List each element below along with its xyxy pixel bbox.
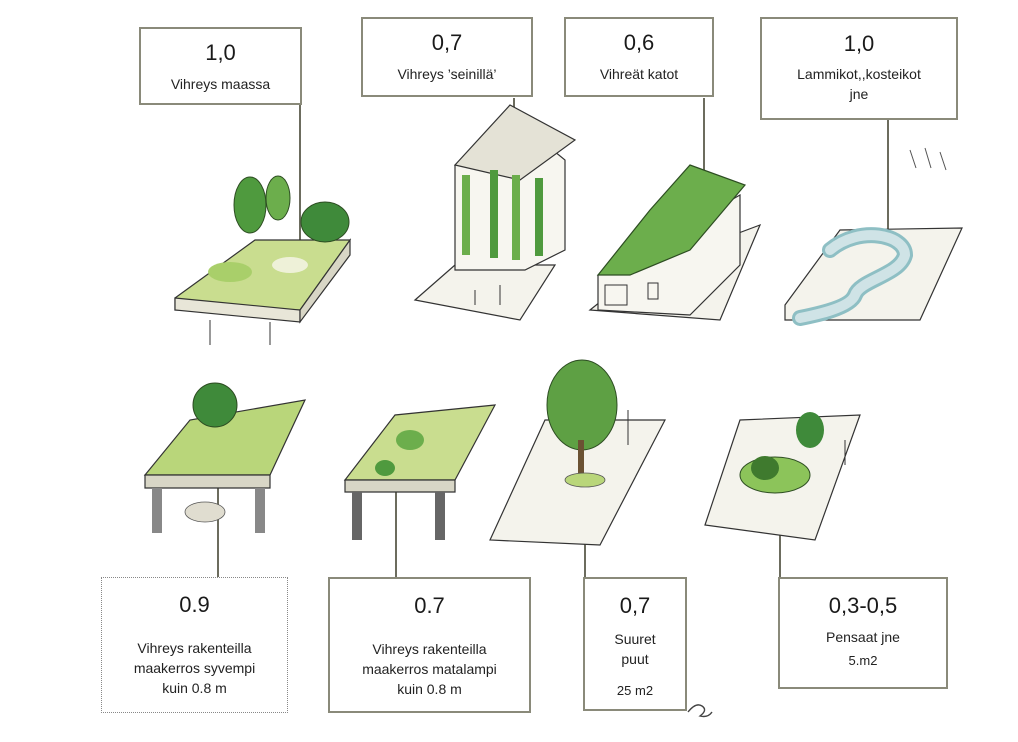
label-box-structure-deep: 0.9 Vihreys rakenteilla maakerros syvemp… [101,577,288,713]
coefficient-value: 0,7 [619,593,651,618]
description-line2: puut [621,651,649,667]
coefficient-value: 0,7 [431,30,463,55]
description-line2: 5.m2 [848,653,878,668]
description-line3: kuin 0.8 m [397,681,462,697]
label-box-green-ground: 1,0 Vihreys maassa [139,27,302,105]
scene-ponds [784,147,963,326]
scene-structure-shallow [343,404,497,540]
label-box-green-roofs: 0,6 Vihreät katot [564,17,714,97]
scene-structure-deep [143,382,307,533]
description-line1: Vihreys rakenteilla [372,641,487,657]
label-box-structure-shallow: 0.7 Vihreys rakenteilla maakerros matala… [328,577,531,713]
description-line3: 25 m2 [616,683,654,698]
description-line1: Suuret [614,631,656,647]
category-label-line1: Lammikot,,kosteikot [797,66,921,82]
signature-mark [687,704,713,718]
description-line1: Vihreys rakenteilla [137,640,252,656]
label-box-large-trees: 0,7 Suuret puut 25 m2 [583,577,687,711]
label-box-shrubs: 0,3-0,5 Pensaat jne 5.m2 [778,577,948,689]
category-label: Vihreys maassa [170,76,271,92]
category-label: Vihreät katot [599,66,679,82]
label-box-green-walls: 0,7 Vihreys ’seinillä’ [361,17,533,97]
category-label-line2: jne [849,86,869,102]
scene-shrubs [704,412,861,541]
scene-green-roofs [588,164,762,321]
scene-green-walls [413,104,577,321]
coefficient-value: 0,6 [623,30,655,55]
coefficient-value: 1,0 [843,31,875,56]
coefficient-value: 0.7 [414,593,445,618]
description-line1: Pensaat jne [826,629,900,645]
label-box-ponds: 1,0 Lammikot,,kosteikot jne [760,17,958,120]
scene-green-ground [174,175,352,345]
description-line2: maakerros syvempi [133,660,256,676]
coefficient-value: 0,3-0,5 [828,593,898,618]
description-line2: maakerros matalampi [362,661,497,677]
category-label: Vihreys ’seinillä’ [397,66,497,82]
coefficient-value: 0.9 [179,592,210,617]
scene-large-trees [489,359,666,546]
coefficient-value: 1,0 [205,40,236,65]
description-line3: kuin 0.8 m [162,680,227,696]
